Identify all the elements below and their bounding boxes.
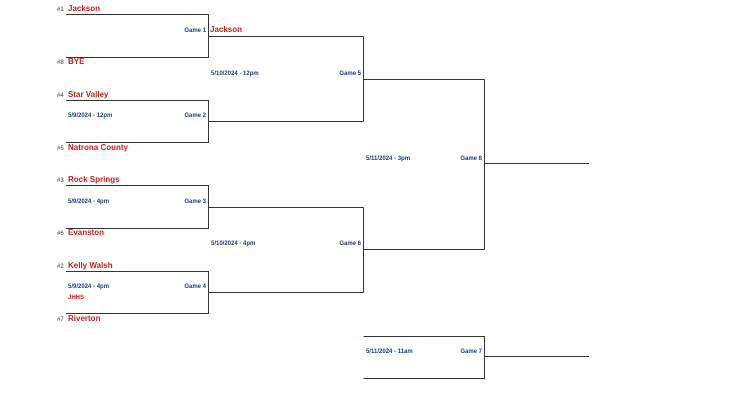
team-name-jackson: Jackson [68,4,101,13]
game-1-winner: Jackson [210,25,243,34]
game-1-bracket [66,14,209,58]
game-4-label: Game 4 [184,284,206,290]
team-name-bye: BYE [68,57,85,66]
game-7-label: Game 7 [460,349,482,355]
seed-label: #7 [57,317,64,323]
team-name-kelly-walsh: Kelly Walsh [68,261,113,270]
game-1-label: Game 1 [184,28,206,34]
game-6-label: Game 6 [339,241,361,247]
game-2-label: Game 2 [184,113,206,119]
seed-label: #2 [57,264,64,270]
team-name-star-valley: Star Valley [68,90,109,99]
team-name-evanston: Evanston [68,228,105,237]
team-name-riverton: Riverton [68,314,101,323]
game-8-label: Game 8 [460,156,482,162]
team-name-rock-springs: Rock Springs [68,175,120,184]
game-6-date: 5/10/2024 - 4pm [211,241,256,247]
game-5-date: 5/10/2024 - 12pm [211,71,259,77]
game-8-date: 5/11/2024 - 3pm [366,156,411,162]
game-4-date: 5/9/2024 - 4pm [68,284,110,290]
game-4-site: JHHS [68,295,85,301]
game-3-bracket [66,185,209,229]
game-3-date: 5/9/2024 - 4pm [68,199,110,205]
game-3-label: Game 3 [184,199,206,205]
game-7-bracket [363,336,485,379]
seed-label: #6 [57,231,64,237]
seed-label: #4 [57,93,64,99]
seed-label: #5 [57,146,64,152]
game-7-date: 5/11/2024 - 11am [366,349,413,355]
game-5-label: Game 5 [339,71,361,77]
seed-label: #8 [57,60,64,66]
game-2-bracket [66,100,209,143]
seed-label: #1 [57,7,64,13]
game-4-bracket [66,271,209,314]
seed-label: #3 [57,178,64,184]
team-name-natrona-county: Natrona County [68,143,128,152]
game-2-date: 5/9/2024 - 12pm [68,113,113,119]
